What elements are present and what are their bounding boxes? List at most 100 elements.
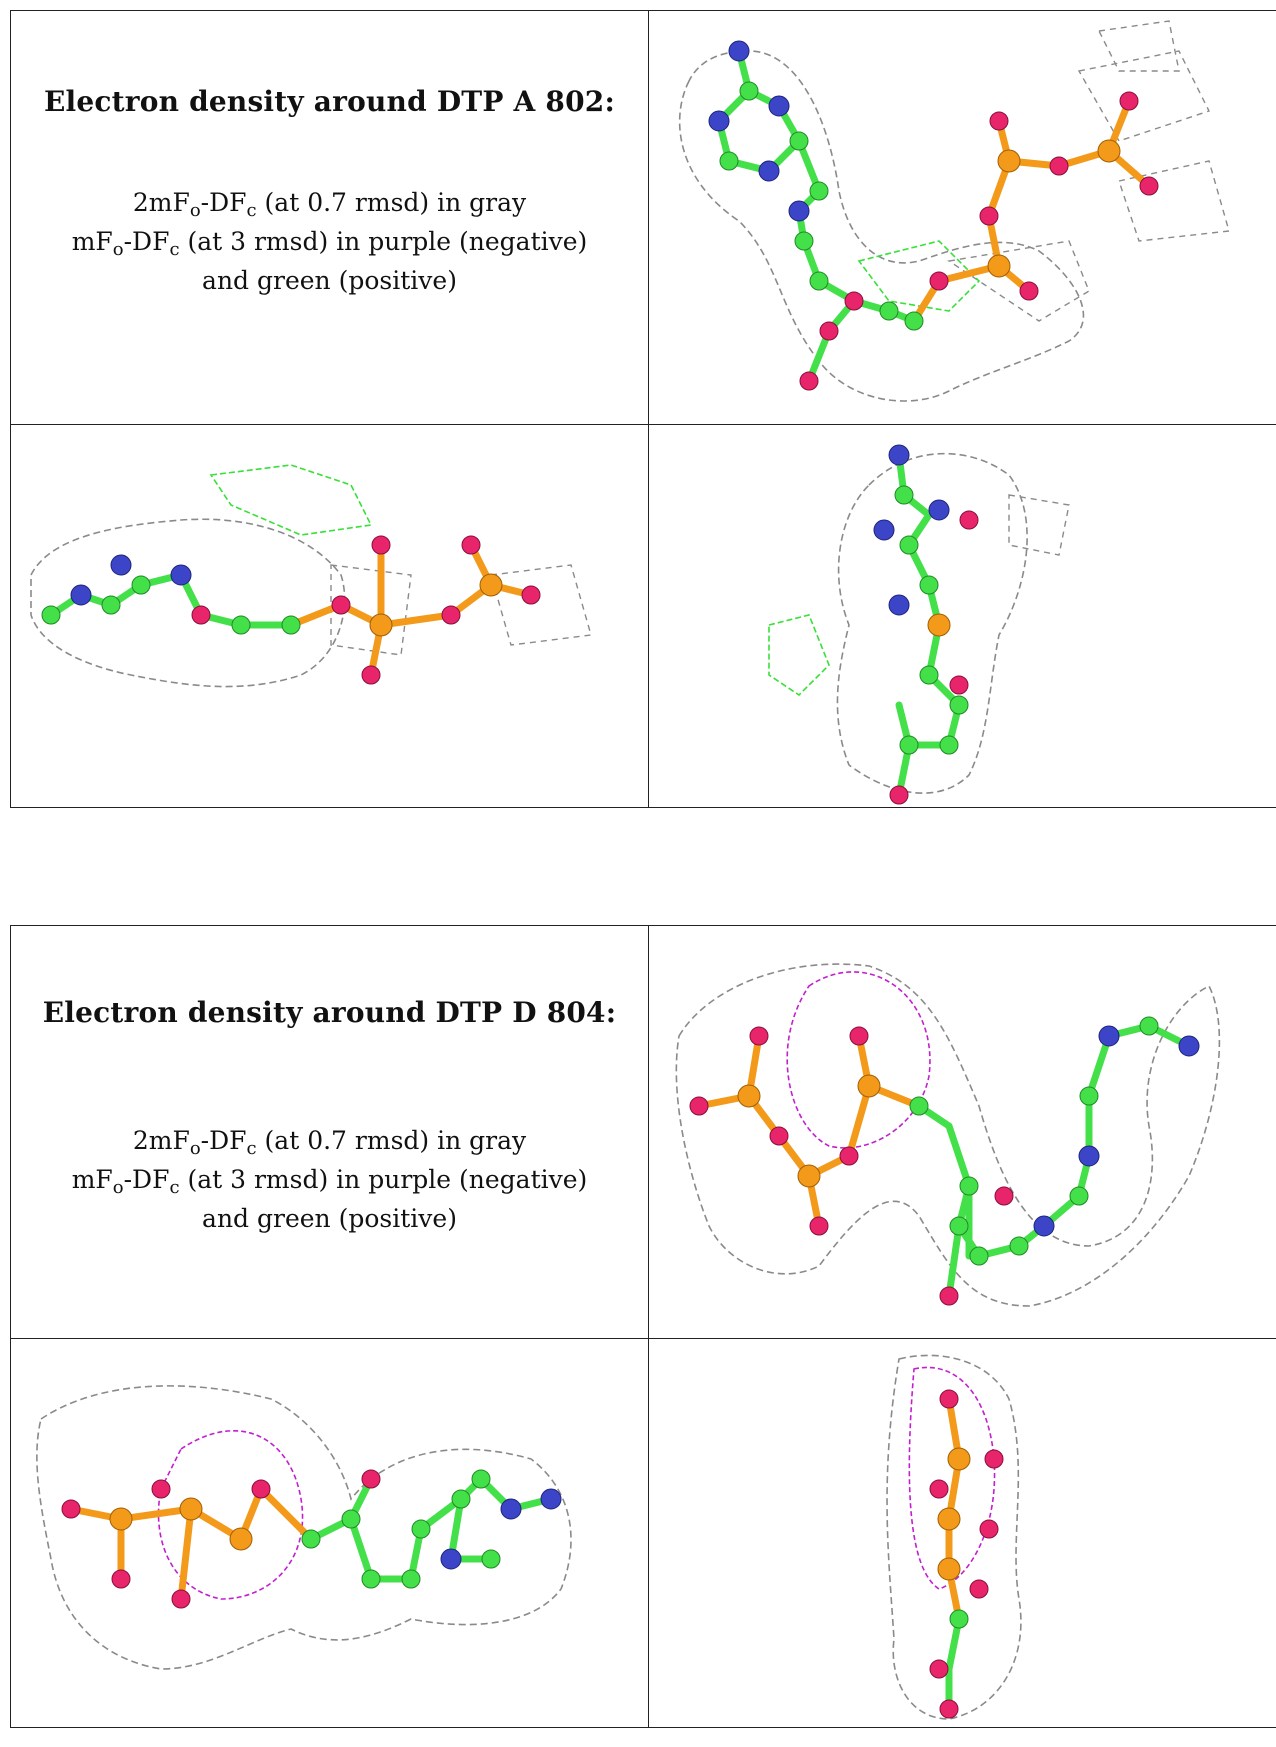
atom-carbon	[281, 615, 301, 635]
atom-carbon	[481, 1549, 501, 1569]
atom-oxygen	[441, 605, 461, 625]
atom-oxygen	[929, 271, 949, 291]
atom-nitrogen	[888, 594, 910, 616]
atom-oxygen	[799, 371, 819, 391]
atom-carbon	[401, 1569, 421, 1589]
atom-oxygen	[994, 1186, 1014, 1206]
legend-line-colors: and green (positive)	[202, 266, 457, 295]
atom-phosphorus	[937, 1507, 961, 1531]
atom-oxygen	[111, 1569, 131, 1589]
density-image-a-view1	[649, 11, 1276, 424]
atom-carbon	[101, 595, 121, 615]
atom-nitrogen	[1098, 1025, 1120, 1047]
atom-phosphorus	[479, 573, 503, 597]
atom-oxygen	[939, 1286, 959, 1306]
density-mesh-gray-fragment	[1077, 50, 1210, 142]
atom-oxygen	[839, 1146, 859, 1166]
bond	[1085, 1032, 1113, 1100]
atom-carbon	[411, 1519, 431, 1539]
atom-nitrogen	[1033, 1215, 1055, 1237]
atom-carbon	[131, 575, 151, 595]
atom-oxygen	[979, 1519, 999, 1539]
atom-oxygen	[361, 1469, 381, 1489]
density-mesh-gray	[36, 1385, 572, 1670]
atoms	[41, 535, 541, 685]
atom-oxygen	[461, 535, 481, 555]
legend-line-mfo: mFo-DFc (at 3 rmsd) in purple (negative)	[71, 1165, 588, 1198]
atoms	[61, 1469, 562, 1609]
atom-nitrogen	[873, 519, 895, 541]
density-negative-purple	[908, 1366, 996, 1590]
atom-oxygen	[929, 1659, 949, 1679]
atom-oxygen	[521, 585, 541, 605]
atom-oxygen	[939, 1389, 959, 1409]
atom-oxygen	[959, 510, 979, 530]
atom-nitrogen	[708, 110, 730, 132]
atom-oxygen	[171, 1589, 191, 1609]
atom-nitrogen	[788, 200, 810, 222]
atom-phosphorus	[927, 613, 951, 637]
atom-carbon	[879, 301, 899, 321]
bond	[845, 1082, 873, 1160]
atom-carbon	[1069, 1186, 1089, 1206]
atom-phosphorus	[997, 149, 1021, 173]
atom-phosphorus	[179, 1497, 203, 1521]
legend-line-2mfo: 2mFo-DFc (at 0.7 rmsd) in gray	[132, 1126, 527, 1159]
atom-phosphorus	[797, 1164, 821, 1188]
atom-carbon	[1009, 1236, 1029, 1256]
atom-oxygen	[969, 1579, 989, 1599]
legend-line-2mfo: 2mFo-DFc (at 0.7 rmsd) in gray	[132, 188, 527, 221]
density-mesh-gray	[678, 50, 1085, 402]
atom-phosphorus	[737, 1084, 761, 1108]
atom-nitrogen	[728, 40, 750, 62]
atom-carbon	[1139, 1016, 1159, 1036]
atom-nitrogen	[110, 554, 132, 576]
bond	[177, 1505, 195, 1603]
atom-nitrogen	[540, 1488, 562, 1510]
caption-cell-a: Electron density around DTP A 802: 2mFo-…	[11, 11, 649, 424]
atom-phosphorus	[857, 1074, 881, 1098]
legend-text: 2mFo-DFc (at 0.7 rmsd) in gray mFo-DFc (…	[11, 183, 648, 300]
atom-oxygen	[809, 1216, 829, 1236]
atom-nitrogen	[1178, 1035, 1200, 1057]
bond	[945, 1122, 973, 1190]
atom-nitrogen	[1078, 1145, 1100, 1167]
atom-oxygen	[889, 785, 909, 805]
atom-phosphorus	[229, 1527, 253, 1551]
density-mesh-gray-fragment	[947, 240, 1090, 322]
atom-carbon	[949, 1216, 969, 1236]
atom-oxygen	[331, 595, 351, 615]
atom-oxygen	[1119, 91, 1139, 111]
density-positive-green	[768, 614, 830, 697]
atom-oxygen	[61, 1499, 81, 1519]
atom-carbon	[719, 151, 739, 171]
legend-text: 2mFo-DFc (at 0.7 rmsd) in gray mFo-DFc (…	[11, 1121, 648, 1238]
atom-carbon	[1079, 1086, 1099, 1106]
atom-oxygen	[1019, 281, 1039, 301]
atom-oxygen	[979, 206, 999, 226]
density-mesh-gray	[30, 518, 346, 688]
atom-oxygen	[361, 665, 381, 685]
atom-carbon	[471, 1469, 491, 1489]
atom-carbon	[909, 1096, 929, 1116]
legend-line-colors: and green (positive)	[202, 1204, 457, 1233]
atom-carbon	[341, 1509, 361, 1529]
atom-carbon	[959, 1176, 979, 1196]
atom-oxygen	[191, 605, 211, 625]
atom-phosphorus	[987, 254, 1011, 278]
atom-oxygen	[1049, 156, 1069, 176]
panel-title: Electron density around DTP A 802:	[44, 85, 615, 118]
atom-carbon	[301, 1529, 321, 1549]
caption-cell-d: Electron density around DTP D 804: 2mFo-…	[11, 926, 649, 1338]
atom-oxygen	[371, 535, 391, 555]
atom-phosphorus	[947, 1447, 971, 1471]
density-mesh-gray	[675, 963, 1221, 1307]
atom-phosphorus	[109, 1507, 133, 1531]
atoms	[689, 1016, 1200, 1306]
panel-title: Electron density around DTP D 804:	[42, 996, 617, 1029]
atom-carbon	[969, 1246, 989, 1266]
bond	[257, 1485, 315, 1543]
atom-carbon	[231, 615, 251, 635]
density-mesh-gray	[886, 1354, 1022, 1720]
density-negative-purple	[786, 971, 931, 1149]
